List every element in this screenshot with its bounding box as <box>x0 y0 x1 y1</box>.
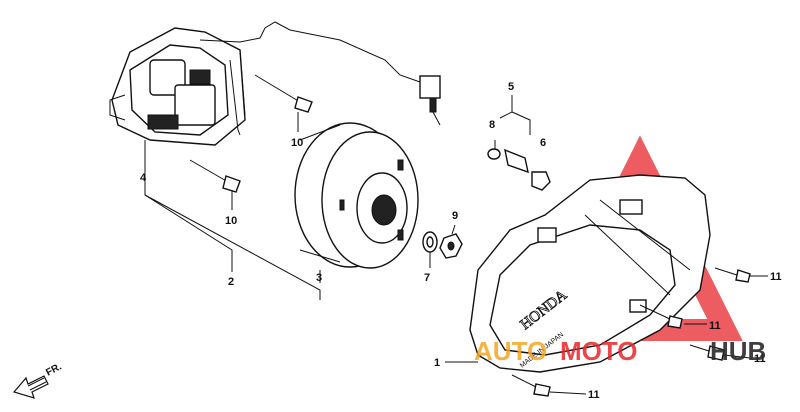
bolt-11a <box>714 267 751 283</box>
callout-11d: 11 <box>588 389 600 401</box>
bolt-10a <box>254 74 313 113</box>
bolt-10b <box>189 159 241 193</box>
callout-8: 8 <box>489 119 495 131</box>
callout-7: 7 <box>424 272 430 284</box>
callout-11c: 11 <box>754 353 766 365</box>
callout-6: 6 <box>540 137 546 149</box>
callout-9: 9 <box>452 210 458 222</box>
callout-10a: 10 <box>291 137 303 149</box>
flywheel <box>294 122 419 269</box>
watermark-part1: AUTO <box>474 336 547 366</box>
watermark-text: AUTO MOTO HUB <box>474 336 766 366</box>
cap-6 <box>504 148 551 191</box>
callout-1: 1 <box>434 357 440 369</box>
callout-11a: 11 <box>770 271 782 283</box>
callout-3: 3 <box>316 272 322 284</box>
callout-4: 4 <box>140 172 147 184</box>
oring-8 <box>487 148 501 160</box>
bolt-11b <box>639 304 683 329</box>
callout-10b: 10 <box>225 215 237 227</box>
washer-7 <box>422 231 438 253</box>
callout-2: 2 <box>228 276 234 288</box>
callouts: 1 2 3 4 5 6 7 8 9 10 10 11 11 11 11 <box>140 81 782 401</box>
leader-lines <box>144 95 768 395</box>
stator-assembly <box>109 21 441 146</box>
front-arrow: FR. <box>12 361 64 399</box>
crankcase-cover: HONDA MADE IN JAPAN <box>469 174 711 373</box>
bolt-11d <box>511 374 551 397</box>
front-arrow-label: FR. <box>44 361 64 378</box>
callout-5: 5 <box>508 81 514 93</box>
bolt-11c <box>689 344 725 361</box>
callout-11b: 11 <box>709 320 721 332</box>
watermark-part3: HUB <box>710 336 766 366</box>
watermark-part2: MOTO <box>560 336 638 366</box>
nut-9 <box>439 233 463 259</box>
